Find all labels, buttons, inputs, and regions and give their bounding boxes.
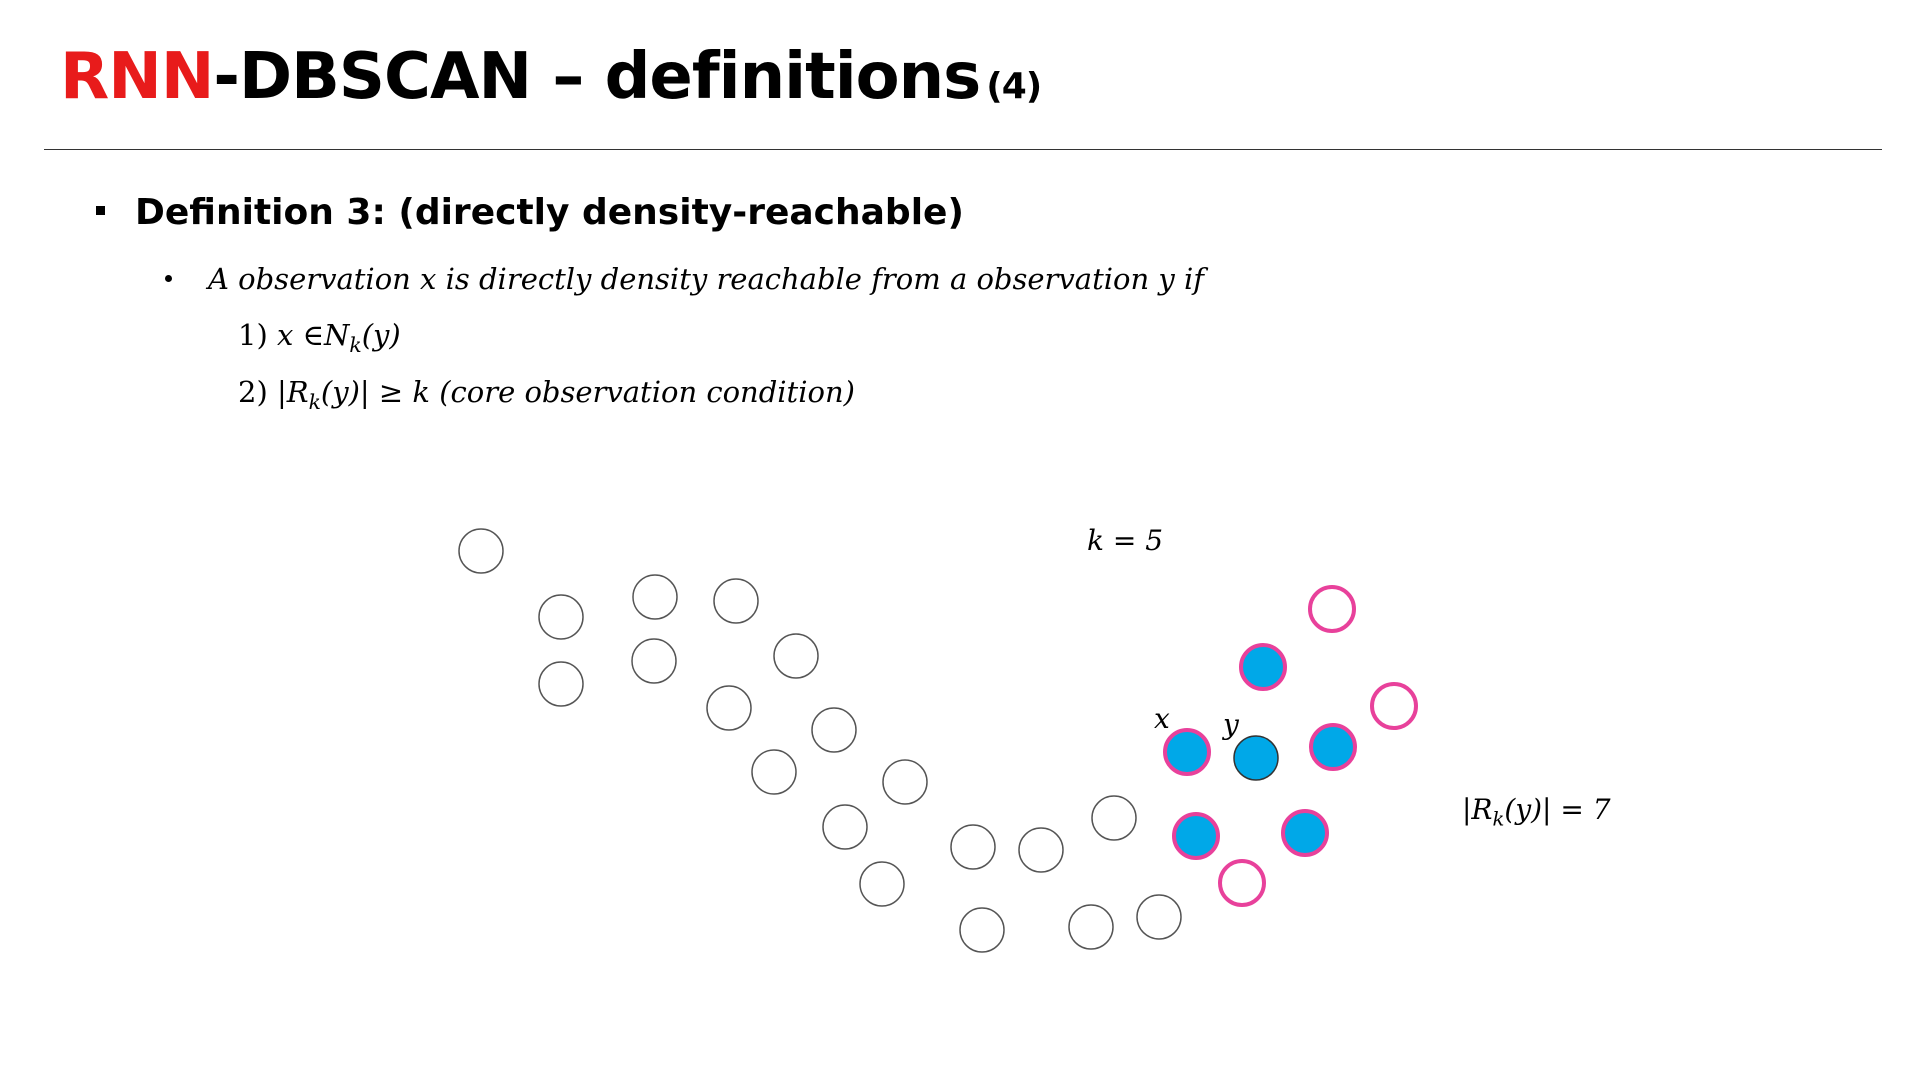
condition-1: 1) x ∈Nk(y) <box>238 318 401 357</box>
other-observations <box>458 528 1182 953</box>
reverse-neighbor-observation <box>1308 585 1356 633</box>
observation <box>706 685 752 731</box>
observation <box>1136 894 1182 940</box>
condition-1-in: ∈ <box>302 318 325 352</box>
neighbor-observation <box>1309 723 1357 771</box>
condition-2-number: 2) <box>238 375 268 409</box>
x-point-text: x <box>1154 702 1170 735</box>
condition-1-x: x <box>276 318 294 352</box>
condition-1-n: N <box>324 318 350 352</box>
reverse-neighbor-observation <box>1370 682 1418 730</box>
neighbor-observation <box>1239 643 1287 691</box>
observation <box>458 528 504 574</box>
observation <box>1068 904 1114 950</box>
definition-heading-text: Definition 3: (directly density-reachabl… <box>135 192 964 233</box>
observation <box>751 749 797 795</box>
condition-1-arg: (y) <box>361 318 401 352</box>
observation <box>950 824 996 870</box>
observation <box>713 578 759 624</box>
neighbor-observation <box>1172 812 1220 860</box>
condition-2-open: |R <box>276 375 309 409</box>
definition-statement-text: A observation x is directly density reac… <box>208 262 1204 296</box>
page-title: RNN-DBSCAN – definitions(4) <box>60 40 1042 114</box>
observation <box>538 661 584 707</box>
title-main: -DBSCAN – definitions <box>213 40 981 114</box>
reverse-neighbor-observation <box>1218 859 1266 907</box>
observation <box>631 638 677 684</box>
rk-open: |R <box>1462 793 1493 826</box>
observation <box>1018 827 1064 873</box>
square-bullet-icon <box>96 205 105 215</box>
observation <box>811 707 857 753</box>
observation <box>959 907 1005 953</box>
definition-heading: Definition 3: (directly density-reachabl… <box>96 192 964 233</box>
observation <box>882 759 928 805</box>
observation <box>538 594 584 640</box>
title-accent: RNN <box>60 40 214 114</box>
k-neighbors <box>1163 643 1357 860</box>
reverse-neighbor-count-label: |Rk(y)| = 7 <box>1462 793 1611 831</box>
x-point-label: x <box>1154 702 1170 735</box>
observation <box>1091 795 1137 841</box>
round-bullet-icon <box>165 274 172 282</box>
observation <box>773 633 819 679</box>
condition-2-sub: k <box>308 389 321 414</box>
observation <box>632 574 678 620</box>
neighbor-x-observation <box>1163 728 1211 776</box>
y-point-text: y <box>1223 708 1239 741</box>
title-suffix: (4) <box>986 66 1042 107</box>
condition-1-number: 1) <box>238 318 268 352</box>
definition-statement: A observation x is directly density reac… <box>165 262 1204 296</box>
observation <box>859 861 905 907</box>
reverse-neighbors <box>1218 585 1418 907</box>
condition-2-rest: (y)| ≥ k (core observation condition) <box>320 375 855 409</box>
k-value-label: k = 5 <box>1087 524 1163 557</box>
title-divider <box>44 149 1882 150</box>
condition-2: 2) |Rk(y)| ≥ k (core observation conditi… <box>238 375 855 414</box>
observation <box>822 804 868 850</box>
neighbor-observation <box>1281 809 1329 857</box>
y-point-label: y <box>1223 708 1239 741</box>
rk-rest: (y)| = 7 <box>1504 793 1611 826</box>
k-value-text: k = 5 <box>1087 524 1164 557</box>
rk-sub: k <box>1492 807 1505 831</box>
y-observation <box>1233 735 1279 781</box>
condition-1-sub: k <box>349 332 362 357</box>
